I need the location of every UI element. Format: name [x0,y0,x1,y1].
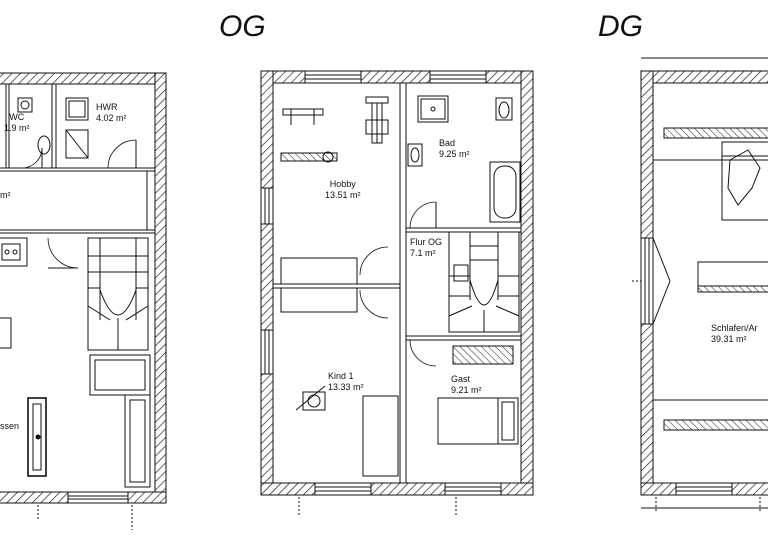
room-area: m² [0,190,11,200]
room-name: Bad [439,138,456,148]
room-label-gast: Gast 9.21 m² [451,374,482,396]
room-area: 9.21 m² [451,385,482,395]
floor-title-og: OG [219,10,266,43]
room-area: 4.02 m² [96,113,127,123]
room-name: WC [9,112,25,122]
eg-plan [0,72,167,530]
room-name: Kind 1 [328,371,354,381]
floor-title-dg: DG [598,10,643,43]
room-label-flur-og: Flur OG 7.1 m² [410,237,442,259]
room-area: 9.25 m² [439,149,470,159]
og-plan [260,70,534,515]
room-label-schlafen: Schlafen/Ar 39.31 m² [711,323,758,345]
room-name: Schlafen/Ar [711,323,758,333]
room-name: Hobby [329,179,356,189]
room-label-bad: Bad 9.25 m² [439,138,470,160]
room-label-essen: ssen [0,421,19,432]
room-area: 13.51 m² [325,190,361,200]
room-label-wc: WC 1.9 m² [4,112,30,134]
room-label-hwr: HWR 4.02 m² [96,102,127,124]
room-area: 7.1 m² [410,248,436,258]
room-name: ssen [0,421,20,431]
room-area: 39.31 m² [711,334,747,344]
dg-plan [632,57,768,512]
room-label-eg-corridor: m² [0,190,11,201]
room-name: Gast [451,374,471,384]
room-name: Flur OG [410,237,443,247]
room-label-kind-1: Kind 1 13.33 m² [328,371,364,393]
room-label-hobby: Hobby 13.51 m² [325,179,361,201]
room-area: 13.33 m² [328,382,364,392]
room-area: 1.9 m² [4,123,30,133]
room-name: HWR [96,102,118,112]
